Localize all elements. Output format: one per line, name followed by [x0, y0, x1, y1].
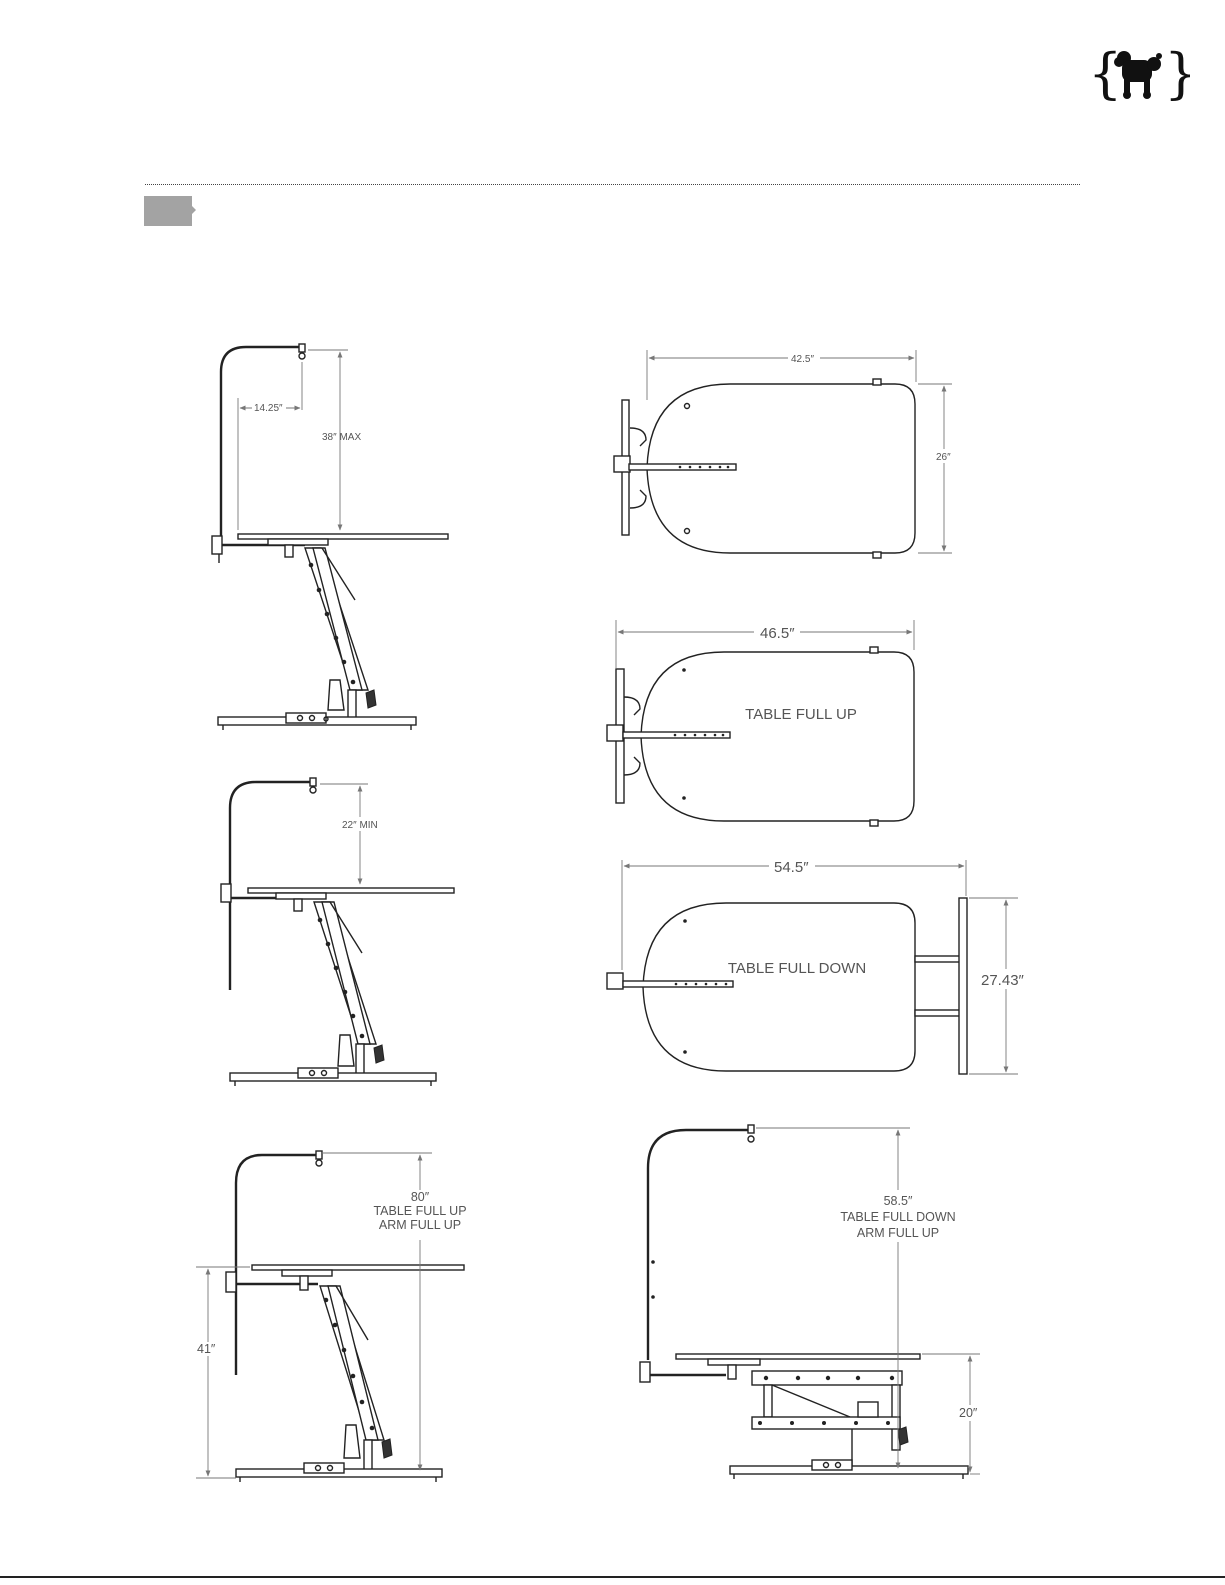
dim-height-full-up-label: TABLE FULL UP [373, 1204, 466, 1218]
footer-divider [0, 1576, 1225, 1578]
dim-full-up-length: 46.5″ [760, 625, 795, 642]
top-view-full-up: TABLE FULL UP 46.5″ [607, 620, 914, 826]
top-view-full-down: TABLE FULL DOWN 54.5″ 27.43″ [607, 856, 1034, 1074]
dim-table-height-down: 20″ [959, 1406, 978, 1420]
dim-height-full-up-arm: ARM FULL UP [379, 1218, 461, 1232]
dim-height-full-up-value: 80″ [411, 1190, 430, 1204]
dim-height-full-down-label: TABLE FULL DOWN [840, 1210, 955, 1224]
dim-arm-reach: 14.25″ [254, 403, 283, 414]
side-view-arm-min: 22″ MIN [221, 778, 454, 1086]
dim-arm-max-height: 38″ MAX [322, 432, 361, 443]
label-table-full-down: TABLE FULL DOWN [728, 960, 866, 977]
side-view-full-down: 58.5″ TABLE FULL DOWN ARM FULL UP 20″ [640, 1125, 984, 1479]
label-table-full-up: TABLE FULL UP [745, 706, 857, 723]
dim-top-length: 42.5″ [791, 354, 814, 365]
dim-height-full-down-arm: ARM FULL UP [857, 1226, 939, 1240]
top-view-standard: 42.5″ 26″ [614, 350, 956, 558]
dim-top-width: 26″ [936, 452, 951, 463]
dim-height-full-down-value: 58.5″ [884, 1194, 913, 1208]
side-view-full-up: 80″ TABLE FULL UP ARM FULL UP 41″ [194, 1151, 467, 1482]
dim-full-down-width: 27.43″ [981, 972, 1025, 989]
dim-arm-min-height: 22″ MIN [342, 820, 378, 831]
dim-full-down-length: 54.5″ [774, 859, 809, 876]
dim-table-height-up: 41″ [197, 1342, 216, 1356]
side-view-arm-max: 38″ MAX 14.25″ [212, 344, 448, 730]
